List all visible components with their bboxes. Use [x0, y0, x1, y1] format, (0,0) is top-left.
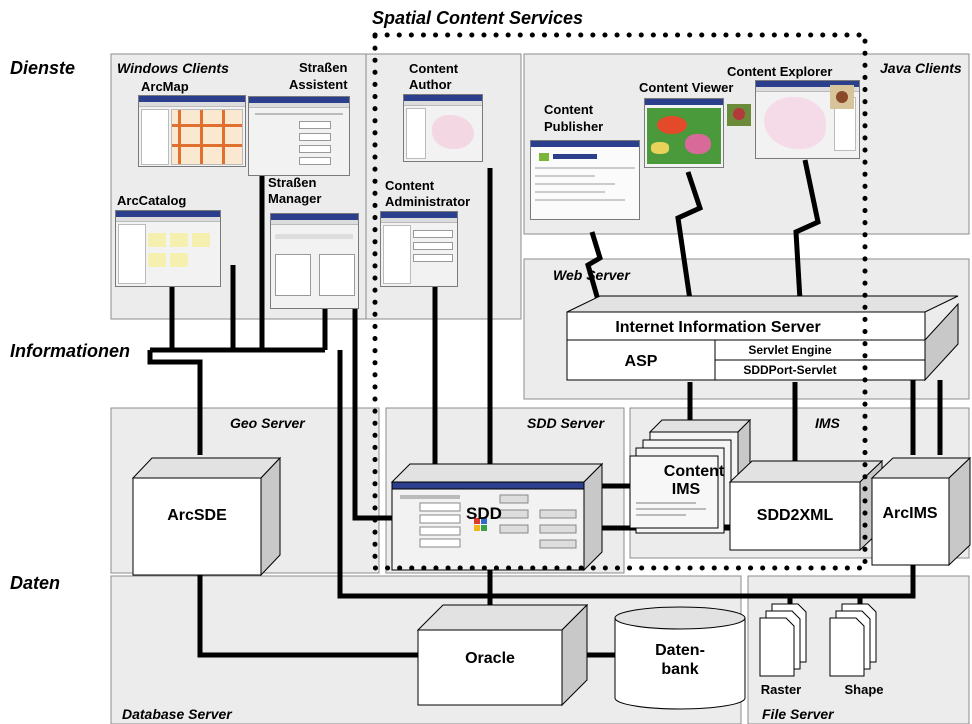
label-sdd2xml: SDD2XML: [757, 507, 834, 524]
content-viewer-screenshot: [644, 98, 724, 168]
label-strassen-manager-2: Manager: [268, 191, 321, 206]
zone-label-database-server: Database Server: [122, 706, 233, 722]
label-strassen-assistent-1: Straßen: [299, 60, 347, 75]
label-datenbank-2: bank: [661, 661, 698, 678]
strassen-assistent-screenshot: [248, 96, 350, 176]
zone-label-file-server: File Server: [762, 706, 835, 722]
content-explorer-thumbnail: [830, 85, 854, 109]
wireless-links: [585, 159, 821, 301]
label-content-author-2: Author: [409, 77, 452, 92]
lightning-icon: [675, 171, 704, 301]
strassen-manager-screenshot: [270, 213, 359, 309]
label-content-publisher-1: Content: [544, 102, 594, 117]
label-content-explorer: Content Explorer: [727, 64, 832, 79]
raster-file-icon: [759, 603, 807, 677]
zone-label-java-clients: Java Clients: [880, 60, 962, 76]
sdd-logo-icon: [474, 518, 487, 531]
label-raster: Raster: [761, 682, 801, 697]
layer-label-informationen: Informationen: [10, 341, 130, 361]
spatial-content-services-boundary: [372, 32, 868, 571]
zone-label-web-server: Web Server: [553, 267, 631, 283]
label-arcmap: ArcMap: [141, 79, 189, 94]
label-sdd: SDD: [466, 504, 502, 523]
layer-label-daten: Daten: [10, 573, 60, 593]
content-publisher-screenshot: [530, 140, 640, 220]
label-strassen-manager-1: Straßen: [268, 175, 316, 190]
label-content-administrator-1: Content: [385, 178, 435, 193]
arccatalog-screenshot: [115, 210, 221, 287]
arcsde-box: [131, 456, 282, 577]
zone-label-windows-clients: Windows Clients: [117, 60, 229, 76]
label-content-author-1: Content: [409, 61, 459, 76]
label-arccatalog: ArcCatalog: [117, 193, 186, 208]
arcmap-screenshot: [138, 95, 246, 167]
label-strassen-assistent-2: Assistent: [289, 77, 348, 92]
label-content-viewer: Content Viewer: [639, 80, 733, 95]
diagram-title: Spatial Content Services: [372, 8, 583, 28]
zone-label-geo-server: Geo Server: [230, 415, 306, 431]
content-author-screenshot: [403, 94, 483, 162]
lightning-icon: [585, 231, 603, 301]
label-content-ims-1: Content: [664, 463, 725, 480]
label-arcims: ArcIMS: [882, 505, 937, 522]
label-datenbank-1: Daten-: [655, 642, 705, 659]
oracle-box: [416, 603, 589, 707]
label-servlet-engine: Servlet Engine: [748, 343, 832, 357]
label-asp: ASP: [625, 353, 658, 370]
zone-label-ims: IMS: [815, 415, 841, 431]
lightning-icon: [793, 159, 821, 301]
label-iis: Internet Information Server: [615, 319, 820, 336]
web-server-stack: [566, 295, 959, 382]
database-cylinder-icon: [614, 606, 746, 710]
sdd2xml-box: [728, 459, 884, 552]
shape-file-icon: [829, 603, 877, 677]
layer-label-dienste: Dienste: [10, 58, 75, 78]
arcims-box: [870, 456, 972, 567]
content-administrator-screenshot: [380, 211, 458, 287]
label-content-publisher-2: Publisher: [544, 119, 603, 134]
content-ims-screenshot: [632, 498, 716, 524]
label-arcsde: ArcSDE: [167, 507, 227, 524]
label-shape: Shape: [844, 682, 883, 697]
label-content-administrator-2: Administrator: [385, 194, 470, 209]
sdd-box: [390, 462, 604, 572]
label-oracle: Oracle: [465, 650, 515, 667]
label-sddport-servlet: SDDPort-Servlet: [743, 363, 836, 377]
content-viewer-thumbnail: [727, 104, 751, 126]
label-content-ims-2: IMS: [672, 481, 701, 498]
zone-label-sdd-server: SDD Server: [527, 415, 606, 431]
